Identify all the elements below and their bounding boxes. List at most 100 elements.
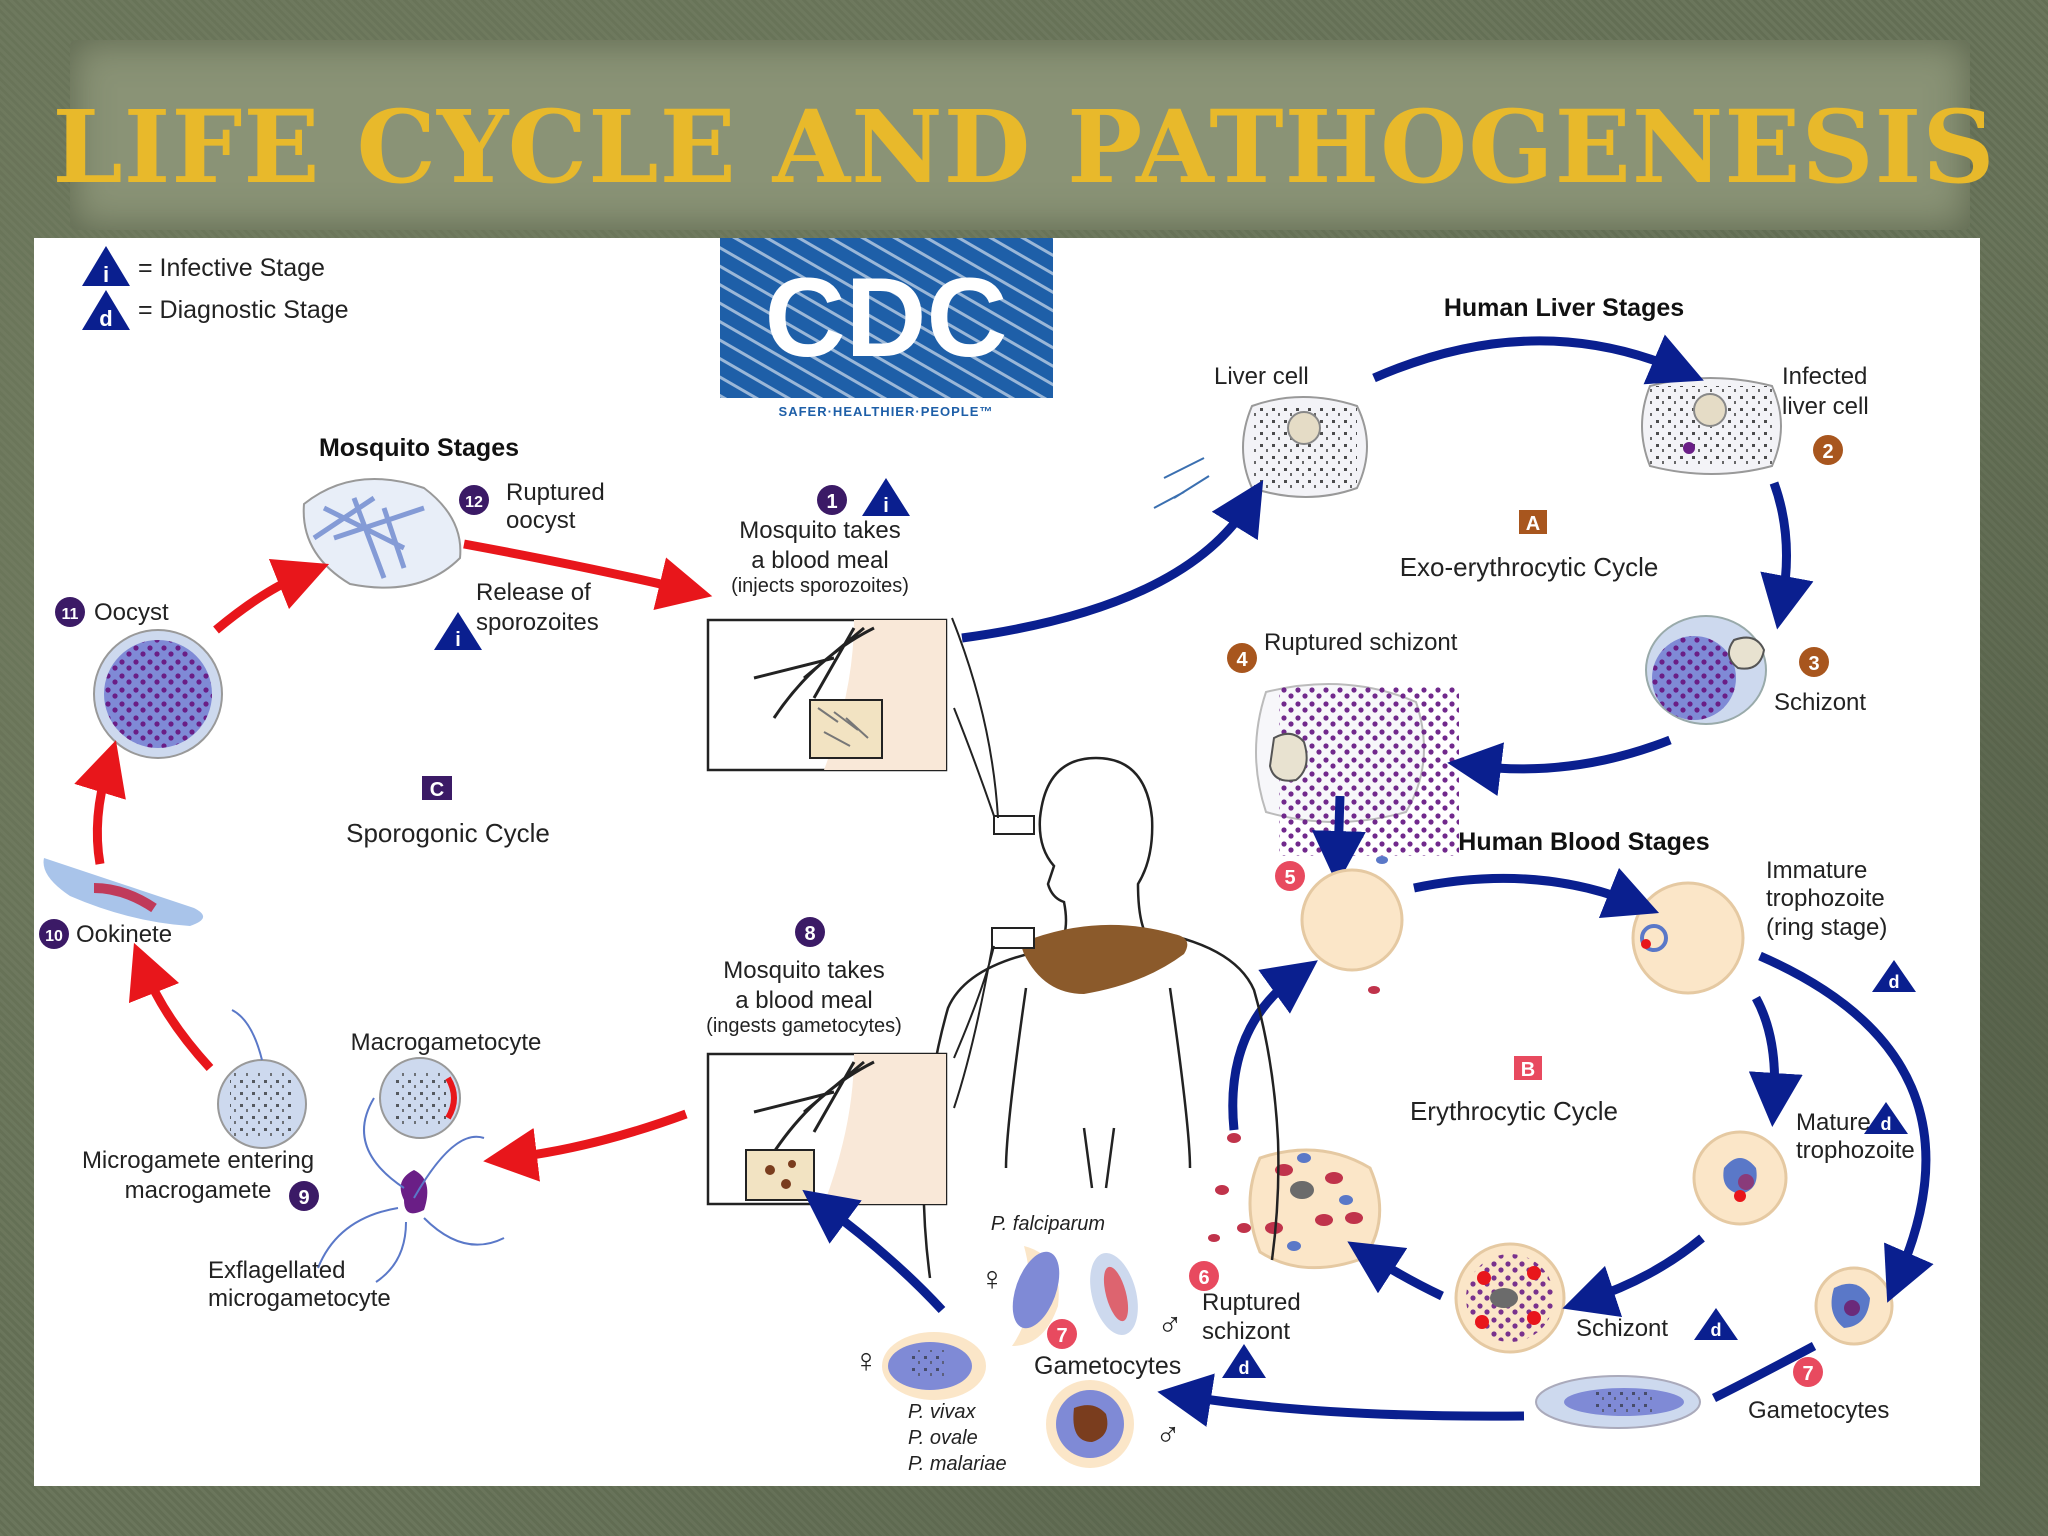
arrow-ookinete-to-oocyst xyxy=(74,740,126,865)
mature-trophozoite-label-2: trophozoite xyxy=(1796,1137,1915,1164)
diagnostic-triangle-icon xyxy=(82,290,130,330)
arrow-schizont-to-ruptured xyxy=(1347,1241,1444,1301)
arrow-immature-to-gametocyte xyxy=(1758,951,1934,1303)
cycle-c-letter: C xyxy=(430,779,444,801)
infective-icon-stage-1 xyxy=(862,478,910,516)
female-symbol-falciparum: ♀ xyxy=(979,1260,1005,1298)
stage-5-badge xyxy=(1275,861,1305,891)
arrow-gametocytes-to-mosquito xyxy=(802,1189,946,1314)
stage-8-badge xyxy=(795,917,825,947)
stage-4-badge xyxy=(1227,643,1257,673)
stage-12-number: 12 xyxy=(465,494,483,511)
human-blood-stages-title: Human Blood Stages xyxy=(1458,828,1709,856)
stage-10-badge xyxy=(39,919,69,949)
title-band xyxy=(70,40,1970,230)
oocyst xyxy=(93,629,223,759)
exflagellated-microgametocyte xyxy=(317,1097,505,1283)
ookinete xyxy=(43,858,204,926)
male-symbol-vivax: ♂ xyxy=(1155,1416,1181,1454)
diagnostic-letter-gametocytes: d xyxy=(1239,1358,1250,1378)
blood-schizont-label: Schizont xyxy=(1576,1315,1668,1342)
cdc-logo-block xyxy=(720,238,1053,398)
infected-liver-cell xyxy=(1641,377,1782,475)
stage-3-number: 3 xyxy=(1808,653,1819,675)
arrow-ruptured-to-rbc xyxy=(1228,960,1318,1131)
diagnostic-icon-immature xyxy=(1872,960,1916,992)
arrow-gametocyte-to-elongated xyxy=(1711,1342,1817,1403)
release-sporozoites-label-1: Release of xyxy=(476,579,591,606)
infective-letter-stage-1: i xyxy=(883,495,889,517)
oocyst-label: Oocyst xyxy=(94,599,169,626)
stage-9-number: 9 xyxy=(298,1187,309,1209)
meal1-label-3: (injects sporozoites) xyxy=(731,575,909,597)
arrow-oocyst-to-bite xyxy=(463,539,713,610)
stage-2-number: 2 xyxy=(1822,441,1833,463)
ruptured-schizont-blood-label-2: schizont xyxy=(1202,1318,1290,1345)
p-falciparum-label: P. falciparum xyxy=(991,1213,1105,1235)
red-blood-cell xyxy=(1300,856,1404,994)
male-symbol-falciparum: ♂ xyxy=(1157,1306,1183,1344)
liver-cell xyxy=(1242,396,1368,498)
diagnostic-letter-schizont: d xyxy=(1711,1320,1722,1340)
legend-infective-label: = Infective Stage xyxy=(138,254,325,282)
stage-8-number: 8 xyxy=(804,923,815,945)
macrogametocyte-label: Macrogametocyte xyxy=(351,1029,542,1056)
stage-10-number: 10 xyxy=(45,928,63,945)
bite-site-upper xyxy=(993,815,1035,835)
human-liver xyxy=(1020,924,1188,994)
arrow-schizont-to-ruptured xyxy=(1447,735,1672,797)
stage-2-badge xyxy=(1813,435,1843,465)
microgamete-entering xyxy=(217,1009,307,1149)
meal8-label-3: (ingests gametocytes) xyxy=(706,1015,902,1037)
blood-schizont xyxy=(1454,1242,1566,1354)
diagram-panel: i = Infective Stage d = Diagnostic Stage… xyxy=(34,238,1980,1486)
legend: i = Infective Stage d = Diagnostic Stage xyxy=(82,246,349,331)
cycle-b-badge xyxy=(1514,1056,1542,1080)
meal1-label-1: Mosquito takes xyxy=(739,517,900,544)
meal1-label-2: a blood meal xyxy=(751,547,888,574)
infective-icon-release xyxy=(434,612,482,650)
immature-trophozoite-label-2: trophozoite xyxy=(1766,885,1885,912)
diagnostic-icon-gametocytes xyxy=(1222,1344,1266,1378)
exo-erythrocytic-cycle-label: Exo-erythrocytic Cycle xyxy=(1400,552,1659,582)
exflagellated-label-1: Exflagellated xyxy=(208,1257,345,1284)
callout-lines xyxy=(951,617,999,1109)
sporozoites-icon xyxy=(1153,457,1210,509)
ruptured-liver-schizont xyxy=(1255,683,1459,856)
arrow-oocyst-to-ruptured xyxy=(213,558,330,634)
ruptured-schizont-liver-label: Ruptured schizont xyxy=(1264,629,1458,656)
human-liver-stages-title: Human Liver Stages xyxy=(1444,294,1684,322)
stage-7b-number: 7 xyxy=(1056,1325,1067,1347)
stage-11-badge xyxy=(55,597,85,627)
stage-5-number: 5 xyxy=(1284,867,1295,889)
immature-trophozoite-label-3: (ring stage) xyxy=(1766,914,1887,941)
meal8-label-1: Mosquito takes xyxy=(723,957,884,984)
arrow-bite-to-liver xyxy=(961,480,1264,643)
vivax-gametocytes xyxy=(882,1332,1134,1468)
arrow-mature-to-schizont xyxy=(1562,1234,1705,1318)
cdc-logo-text: CDC xyxy=(765,255,1008,380)
cdc-logo: CDC SAFER·HEALTHIER·PEOPLE™ xyxy=(720,238,1053,419)
ruptured-oocyst-label-2: oocyst xyxy=(506,507,576,534)
arrow-blood-to-gametocytes xyxy=(1157,1373,1525,1427)
exflagellated-label-2: microgametocyte xyxy=(208,1285,391,1312)
legend-diagnostic-letter: d xyxy=(99,306,112,331)
mature-trophozoite-label-1: Mature xyxy=(1796,1109,1871,1136)
cdc-tagline: SAFER·HEALTHIER·PEOPLE™ xyxy=(779,404,994,419)
mosquito-stages-title: Mosquito Stages xyxy=(319,434,519,462)
life-cycle-diagram: i = Infective Stage d = Diagnostic Stage… xyxy=(39,238,1934,1475)
p-ovale-label: P. ovale xyxy=(908,1427,978,1449)
stage-3-badge xyxy=(1799,647,1829,677)
immature-trophozoite xyxy=(1631,881,1745,995)
falciparum-gametocytes xyxy=(1012,1246,1138,1346)
meal8-label-2: a blood meal xyxy=(735,987,872,1014)
liver-cell-label: Liver cell xyxy=(1214,363,1309,390)
stage-4-number: 4 xyxy=(1236,649,1248,671)
microgamete-label-1: Microgamete entering xyxy=(82,1147,314,1174)
slide-title: LIFE CYCLE AND PATHOGENESIS xyxy=(52,88,1996,206)
arrow-zygote-to-ookinete xyxy=(128,942,214,1072)
blood-meal-box-8 xyxy=(706,1052,948,1206)
ruptured-oocyst xyxy=(302,478,462,589)
liver-schizont-label: Schizont xyxy=(1774,689,1866,716)
arrow-liver-to-infected xyxy=(1372,334,1704,385)
